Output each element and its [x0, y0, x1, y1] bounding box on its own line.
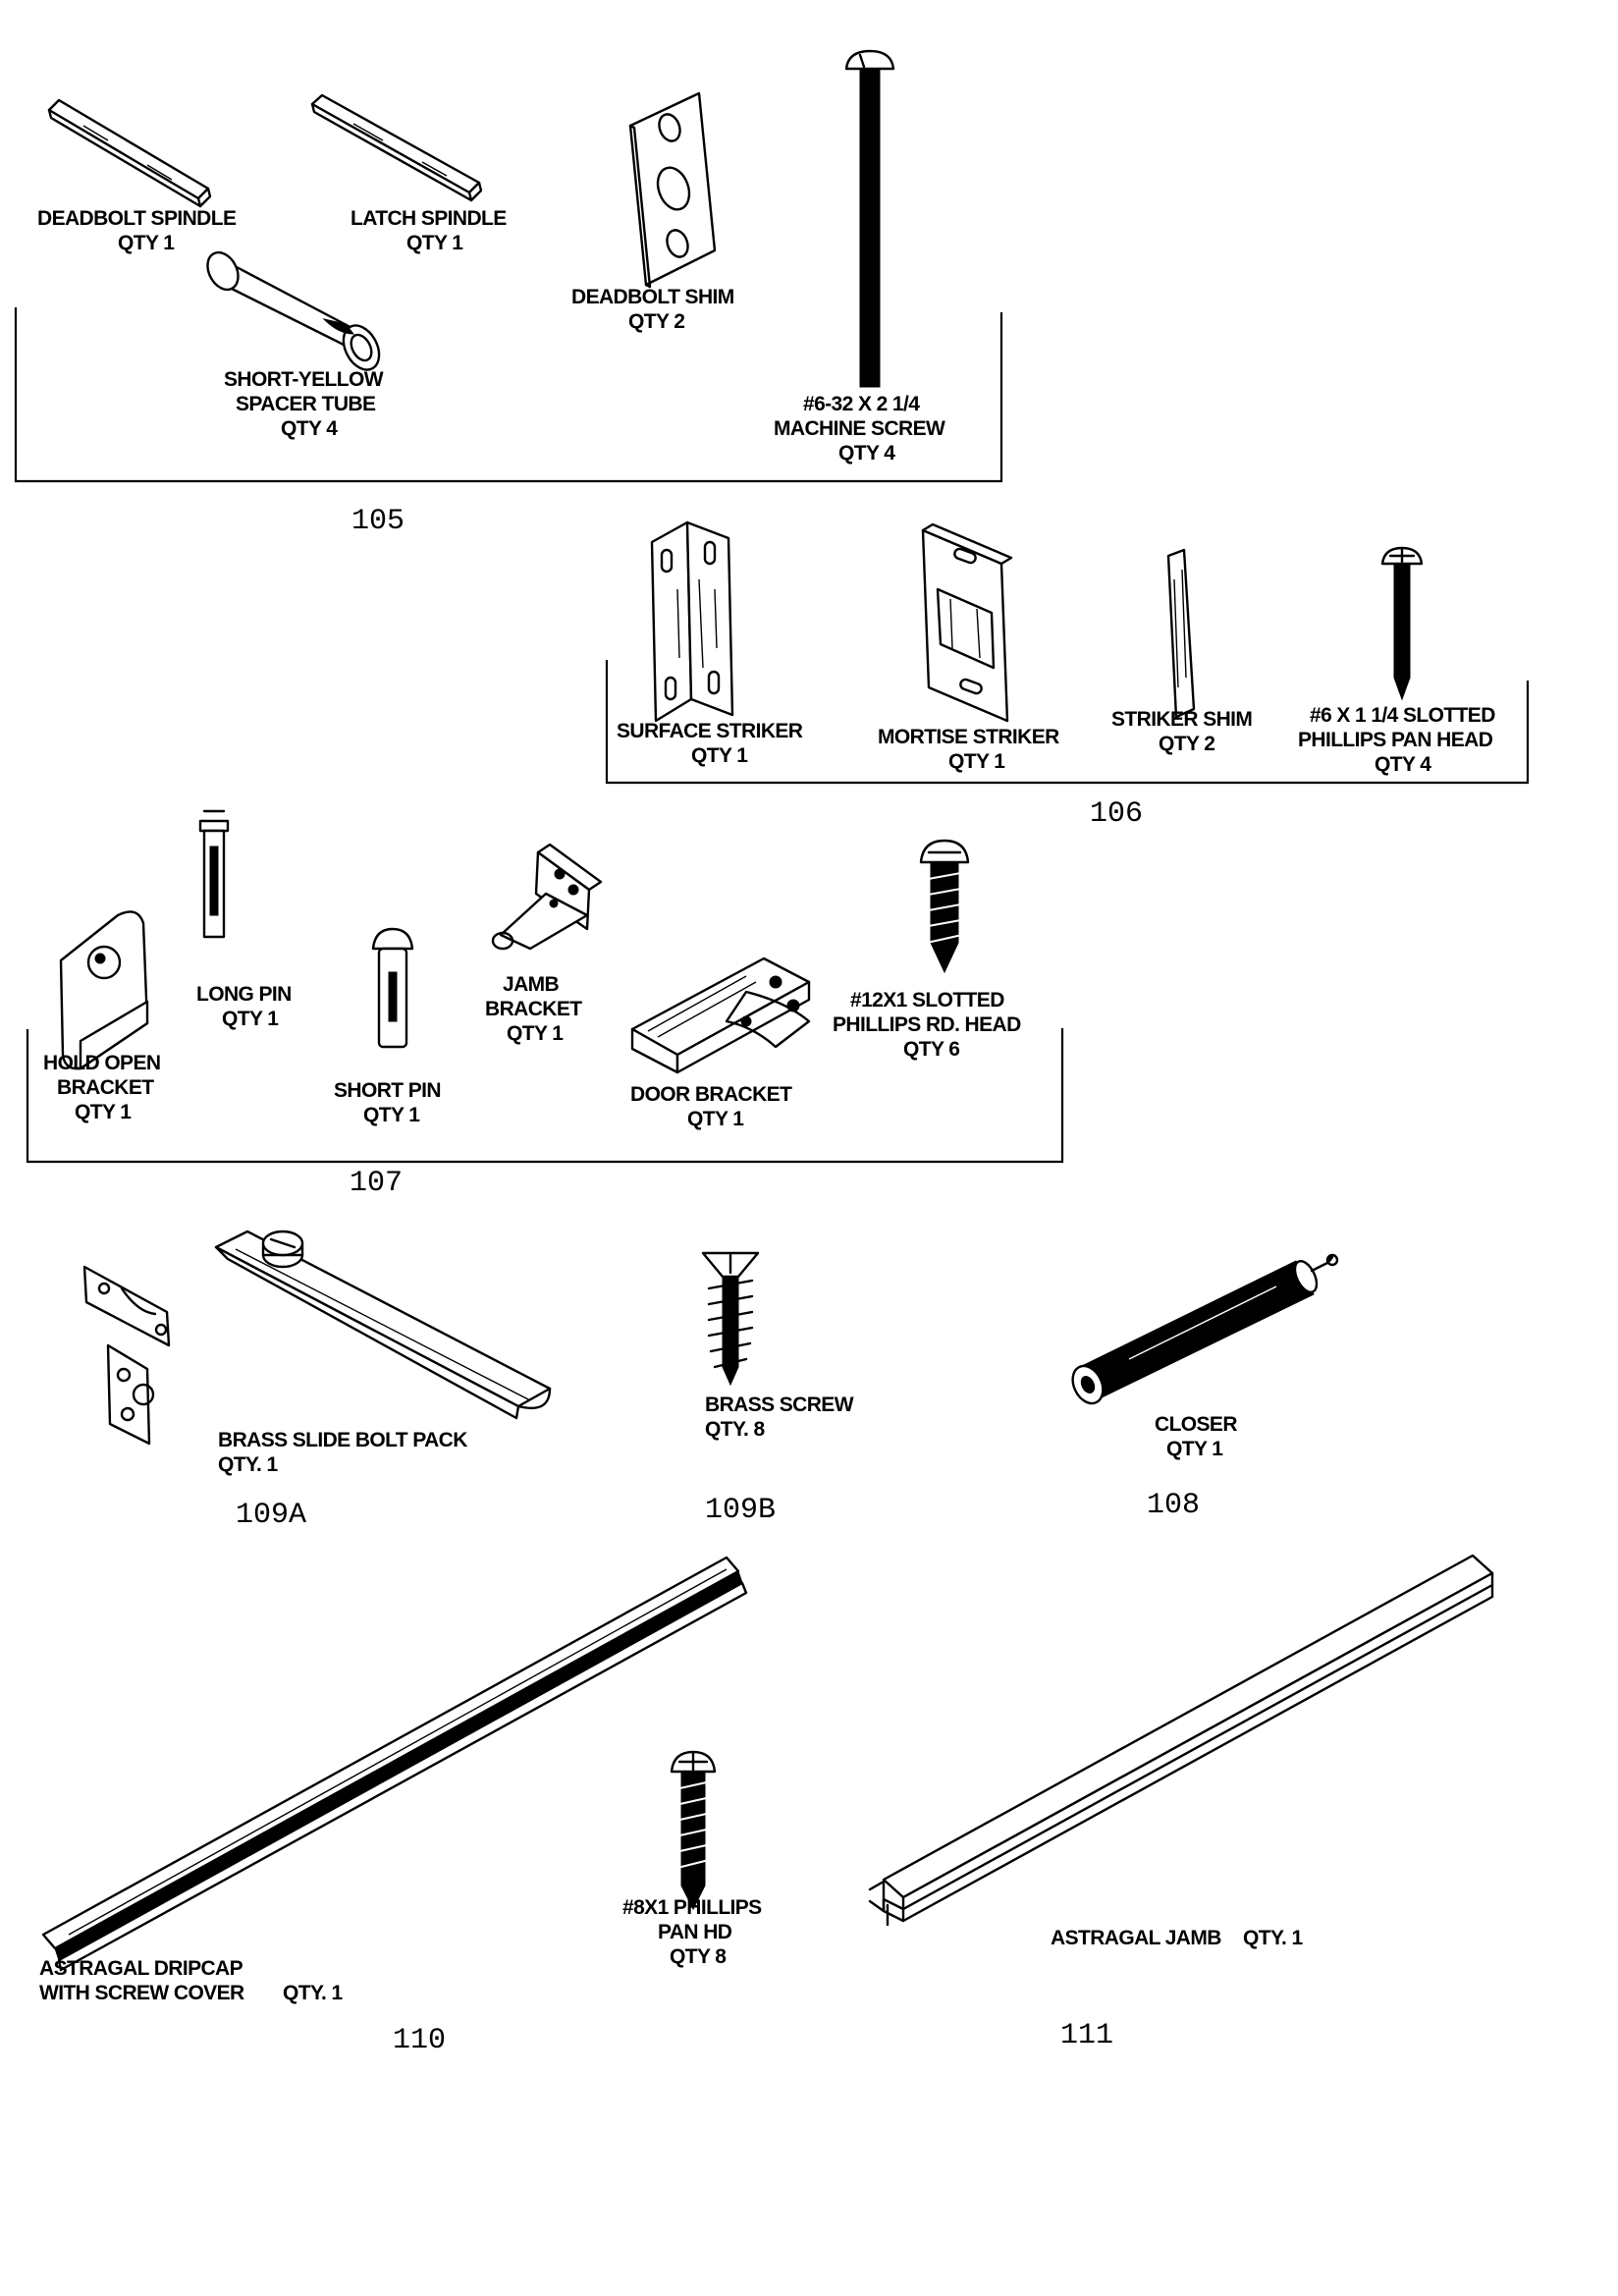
machine-screw-label-2: MACHINE SCREW	[774, 417, 945, 440]
long-pin-icon	[198, 809, 230, 939]
striker-shim-label: STRIKER SHIM	[1111, 708, 1252, 731]
deadbolt-spindle-label: DEADBOLT SPINDLE	[37, 207, 237, 230]
jamb-bracket-label-2: BRACKET	[485, 998, 582, 1020]
surface-striker-label: SURFACE STRIKER	[617, 720, 803, 742]
pan-head-screw-6-qty: QTY 4	[1375, 753, 1431, 776]
mortise-striker-label: MORTISE STRIKER	[878, 726, 1059, 748]
spacer-tube-label-2: SPACER TUBE	[236, 393, 376, 415]
pan-head-screw-8-qty: QTY 8	[670, 1945, 727, 1968]
short-pin-qty: QTY 1	[363, 1104, 420, 1126]
astragal-dripcap-icon	[41, 1556, 748, 1972]
short-pin-icon	[371, 927, 414, 1049]
astragal-dripcap-qty: QTY. 1	[283, 1982, 344, 2004]
group-107: HOLD OPEN BRACKET QTY 1 LONG PIN QTY 1 S…	[26, 809, 1064, 1200]
long-pin-label: LONG PIN	[196, 983, 292, 1006]
door-bracket-icon	[630, 957, 811, 1074]
brass-slide-bolt-icon	[214, 1230, 552, 1420]
pan-head-screw-8-icon	[670, 1750, 717, 1911]
jamb-bracket-icon	[491, 843, 603, 951]
group-109b-number: 109B	[705, 1494, 776, 1527]
spacer-tube-qty: QTY 4	[281, 417, 338, 440]
hold-open-bracket-label-2: BRACKET	[57, 1076, 154, 1099]
closer-label: CLOSER	[1155, 1413, 1237, 1436]
long-pin-qty: QTY 1	[222, 1008, 279, 1030]
round-head-screw-12-label-2: PHILLIPS RD. HEAD	[833, 1013, 1021, 1036]
group-109a-number: 109A	[236, 1499, 306, 1532]
door-bracket-label: DOOR BRACKET	[630, 1083, 792, 1106]
brass-slide-bolt-qty: QTY. 1	[218, 1453, 279, 1476]
brass-screw-label: BRASS SCREW	[705, 1394, 854, 1416]
surface-striker-icon	[650, 520, 734, 723]
round-head-screw-12-qty: QTY 6	[903, 1038, 959, 1061]
group-108: CLOSER QTY 1 108	[1071, 1253, 1339, 1522]
closer-icon	[1071, 1253, 1339, 1405]
jamb-bracket-qty: QTY 1	[507, 1022, 564, 1045]
astragal-jamb-label: ASTRAGAL JAMB	[1051, 1927, 1221, 1949]
group-111: ASTRAGAL JAMB QTY. 1 111	[868, 1554, 1494, 2052]
slide-bolt-keeper-icon	[82, 1265, 171, 1446]
round-head-screw-12-icon	[919, 839, 970, 974]
group-106: SURFACE STRIKER QTY 1 MORTISE STRIKER QT…	[605, 520, 1530, 831]
pan-head-screw-6-icon	[1380, 546, 1424, 701]
striker-shim-qty: QTY 2	[1159, 733, 1214, 755]
surface-striker-qty: QTY 1	[691, 744, 748, 767]
group-109a: BRASS SLIDE BOLT PACK QTY. 1 109A	[82, 1230, 552, 1532]
mortise-striker-icon	[921, 522, 1013, 723]
group-105-frame	[14, 307, 1003, 483]
spacer-tube-icon	[206, 250, 381, 371]
machine-screw-icon	[844, 49, 895, 388]
round-head-screw-12-label-1: #12X1 SLOTTED	[850, 989, 1004, 1011]
group-111-number: 111	[1060, 2019, 1113, 2052]
group-106-frame	[605, 660, 1530, 785]
astragal-dripcap-label-2: WITH SCREW COVER	[39, 1982, 244, 2004]
striker-shim-icon	[1166, 548, 1196, 719]
latch-spindle-qty: QTY 1	[406, 232, 463, 254]
group-110-number: 110	[393, 2024, 446, 2057]
door-bracket-qty: QTY 1	[687, 1108, 744, 1130]
group-107-frame	[26, 1028, 1064, 1164]
group-105: DEADBOLT SPINDLE QTY 1 LATCH SPINDLE QTY…	[14, 49, 1003, 538]
latch-spindle-label: LATCH SPINDLE	[351, 207, 507, 230]
group-109b: BRASS SCREW QTY. 8 109B	[701, 1251, 854, 1527]
machine-screw-label-1: #6-32 X 2 1/4	[803, 393, 920, 415]
hold-open-bracket-label-1: HOLD OPEN	[43, 1052, 160, 1074]
hold-open-bracket-icon	[59, 910, 149, 1070]
pan-head-screw-8-label-2: PAN HD	[658, 1921, 732, 1943]
brass-screw-qty: QTY. 8	[705, 1418, 766, 1441]
pan-head-screw-6-label-2: PHILLIPS PAN HEAD	[1298, 729, 1493, 751]
pan-head-screw-6-label-1: #6 X 1 1/4 SLOTTED	[1310, 704, 1495, 727]
group-105-number: 105	[351, 505, 404, 538]
deadbolt-spindle-icon	[47, 98, 212, 208]
deadbolt-spindle-qty: QTY 1	[118, 232, 175, 254]
brass-screw-icon	[701, 1251, 760, 1387]
group-106-number: 106	[1090, 797, 1143, 831]
group-110: ASTRAGAL DRIPCAP WITH SCREW COVER QTY. 1…	[39, 1556, 763, 2057]
closer-qty: QTY 1	[1166, 1438, 1223, 1460]
pan-head-screw-8-label-1: #8X1 PHILLIPS	[622, 1896, 762, 1919]
mortise-striker-qty: QTY 1	[948, 750, 1005, 773]
group-108-number: 108	[1147, 1489, 1200, 1522]
astragal-jamb-icon	[868, 1554, 1494, 1927]
hold-open-bracket-qty: QTY 1	[75, 1101, 132, 1123]
astragal-jamb-qty: QTY. 1	[1243, 1927, 1304, 1949]
short-pin-label: SHORT PIN	[334, 1079, 441, 1102]
deadbolt-shim-icon	[628, 91, 717, 289]
deadbolt-shim-label: DEADBOLT SHIM	[571, 286, 734, 308]
machine-screw-qty: QTY 4	[838, 442, 895, 465]
deadbolt-shim-qty: QTY 2	[628, 310, 684, 333]
jamb-bracket-label-1: JAMB	[503, 973, 560, 996]
group-107-number: 107	[350, 1167, 403, 1200]
spacer-tube-label-1: SHORT-YELLOW	[224, 368, 384, 391]
latch-spindle-icon	[310, 93, 483, 202]
astragal-dripcap-label-1: ASTRAGAL DRIPCAP	[39, 1957, 243, 1980]
brass-slide-bolt-label: BRASS SLIDE BOLT PACK	[218, 1429, 467, 1451]
